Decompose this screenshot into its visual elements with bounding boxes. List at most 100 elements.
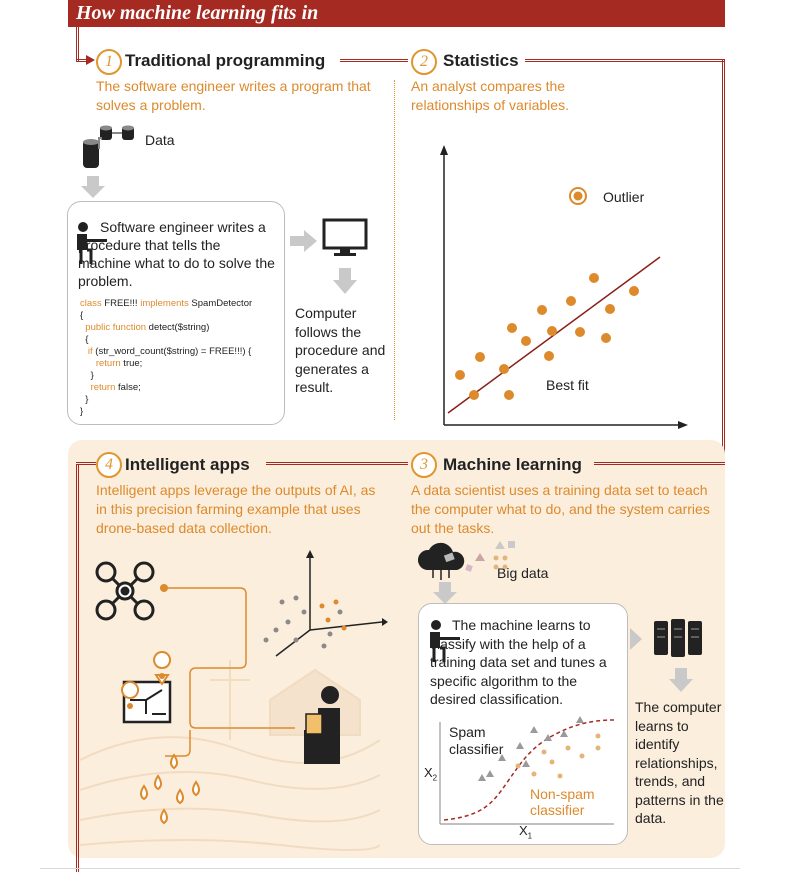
classifier-boundary — [443, 719, 615, 821]
code-text: true; — [120, 358, 143, 369]
data-point — [601, 333, 611, 343]
x-axis-label: X1 — [519, 822, 532, 846]
monitor-icon — [322, 218, 368, 256]
code-keyword: implements — [140, 298, 189, 309]
server-icon — [654, 619, 702, 657]
axis-letter: X — [424, 765, 433, 780]
code-text: { — [80, 310, 84, 321]
code-keyword: return — [95, 358, 121, 369]
map-pin-icon — [121, 651, 172, 724]
connector-line — [266, 462, 408, 465]
outlier-label: Outlier — [603, 189, 645, 205]
axis-letter: X — [519, 823, 528, 838]
3d-scatter-icon — [263, 550, 388, 657]
best-fit-label: Best fit — [546, 377, 589, 393]
data-label: Data — [145, 132, 175, 148]
drone-farming-diagram — [95, 550, 388, 825]
computer-learns-text: The computer learns to identify relation… — [635, 699, 724, 826]
drone-icon — [95, 561, 155, 621]
connector-line — [76, 59, 90, 62]
code-text: detect($string) — [146, 322, 210, 333]
code-keyword: if — [87, 346, 93, 357]
traditional-programming-heading: Traditional programming — [125, 51, 326, 70]
right-arrow-icon — [630, 628, 642, 650]
non-spam-classifier-label: Non-spam classifier — [530, 786, 595, 818]
data-point — [544, 351, 554, 361]
data-point — [629, 286, 639, 296]
statistics-heading: Statistics — [443, 51, 519, 70]
page-title: How machine learning fits in — [76, 2, 319, 24]
connector-line — [76, 464, 79, 872]
data-point — [589, 273, 599, 283]
classifier-chart — [439, 716, 615, 825]
connector-line — [525, 59, 725, 62]
machine-learning-heading: Machine learning — [443, 455, 582, 474]
arrow-head-icon — [86, 55, 95, 65]
code-snippet: class FREE!!! implements SpamDetector { … — [80, 298, 252, 418]
step-number-3: 3 — [411, 452, 437, 478]
data-point — [521, 336, 531, 346]
machine-learning-text: The machine learns to classify with the … — [430, 617, 607, 707]
step-number-1: 1 — [96, 49, 122, 75]
engineer-procedure-text: Software engineer writes a procedure tha… — [78, 219, 275, 289]
data-point — [575, 327, 585, 337]
person-at-desk-icon — [430, 620, 460, 662]
data-point — [566, 296, 576, 306]
code-text: } — [80, 406, 84, 417]
computer-result-text: Computer follows the procedure and gener… — [295, 305, 386, 395]
statistics-scatter-plot — [440, 145, 688, 429]
step-number-4: 4 — [96, 452, 122, 478]
data-point — [455, 370, 465, 380]
down-arrow-icon — [81, 176, 105, 198]
data-point — [507, 323, 517, 333]
code-keyword: return — [90, 382, 116, 393]
code-text: FREE!!! — [101, 298, 141, 309]
data-point — [547, 326, 557, 336]
big-data-label: Big data — [497, 565, 549, 581]
code-text: SpamDetector — [188, 298, 253, 309]
cloud-icon — [417, 542, 465, 580]
title-banner: How machine learning fits in — [68, 0, 725, 27]
database-icon — [83, 125, 134, 168]
code-text: false; — [115, 382, 141, 393]
connector-line — [594, 462, 725, 465]
traditional-programming-description: The software engineer writes a program t… — [96, 78, 371, 113]
x-axis-arrow — [678, 421, 688, 429]
connector-line — [76, 462, 96, 465]
section-separator — [394, 80, 395, 420]
down-arrow-icon — [333, 268, 357, 294]
data-point — [469, 390, 479, 400]
data-flow-line — [164, 587, 295, 757]
intelligent-apps-description: Intelligent apps leverage the outputs of… — [96, 482, 376, 536]
person-at-desk-icon — [77, 222, 107, 264]
outlier-ring — [569, 187, 587, 205]
down-arrow-icon — [669, 668, 693, 692]
code-keyword: class — [80, 298, 102, 309]
data-point — [537, 305, 547, 315]
code-text: } — [90, 370, 94, 381]
code-text: } — [85, 394, 89, 405]
axis-subscript: 2 — [432, 773, 438, 783]
right-arrow-icon — [290, 230, 317, 252]
big-data-particles — [465, 541, 515, 572]
route-node — [160, 584, 168, 592]
connector-line — [340, 59, 408, 62]
code-keyword: public function — [85, 322, 147, 333]
machine-learning-box — [418, 603, 628, 845]
connector-line — [722, 59, 725, 464]
water-drop-icon — [140, 753, 200, 825]
intelligent-apps-heading: Intelligent apps — [125, 455, 250, 474]
outlier-point — [573, 191, 583, 201]
down-arrow-icon — [433, 582, 457, 604]
data-point — [499, 364, 509, 374]
spam-classifier-label: Spam classifier — [449, 724, 504, 757]
axis-subscript: 1 — [527, 831, 533, 841]
code-text: { — [85, 334, 89, 345]
y-axis-arrow — [440, 145, 448, 155]
connector-line — [76, 27, 79, 61]
data-point — [605, 304, 615, 314]
data-point — [475, 352, 485, 362]
y-axis-label: X2 — [424, 764, 437, 788]
code-text: (str_word_count($string) = FREE!!!) { — [92, 346, 252, 357]
statistics-description: An analyst compares the relationships of… — [411, 78, 569, 113]
